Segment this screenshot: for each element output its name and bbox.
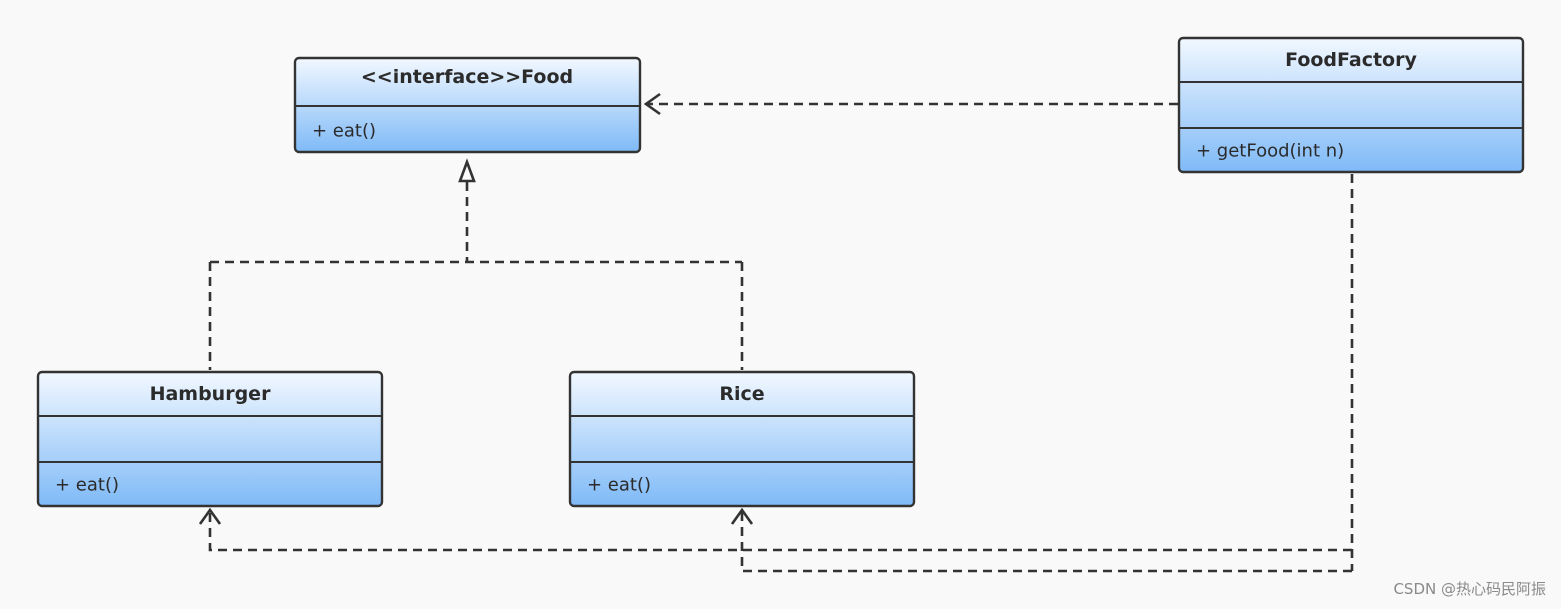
watermark-text: CSDN @热心码民阿振 xyxy=(1393,580,1546,598)
dependency-factory-to-products xyxy=(198,174,1354,573)
realization-to-food xyxy=(208,158,744,370)
open-arrowhead-hamburger xyxy=(198,507,222,525)
class-name: <<interface>>Food xyxy=(361,66,573,88)
box-border xyxy=(36,370,384,508)
hollow-triangle-arrowhead xyxy=(458,158,476,183)
open-arrowhead-rice xyxy=(730,507,754,525)
dependency-path-rice xyxy=(740,512,1352,573)
class-box-foodfactory[interactable]: FoodFactory + getFood(int n) xyxy=(1177,36,1525,174)
class-method: + eat() xyxy=(55,475,119,496)
class-name: FoodFactory xyxy=(1285,49,1417,71)
class-box-food[interactable]: <<interface>>Food + eat() xyxy=(293,56,642,154)
class-method: + eat() xyxy=(312,121,376,142)
class-name: Rice xyxy=(719,383,764,405)
class-box-rice[interactable]: Rice + eat() xyxy=(568,370,916,508)
class-method: + getFood(int n) xyxy=(1196,141,1344,162)
open-arrowhead-food xyxy=(643,92,661,116)
dependency-path-hamburger xyxy=(208,512,1352,552)
class-box-hamburger[interactable]: Hamburger + eat() xyxy=(36,370,384,508)
class-method: + eat() xyxy=(587,475,651,496)
box-border xyxy=(293,56,642,154)
box-border xyxy=(1177,36,1525,174)
class-name: Hamburger xyxy=(150,383,272,405)
box-border xyxy=(568,370,916,508)
